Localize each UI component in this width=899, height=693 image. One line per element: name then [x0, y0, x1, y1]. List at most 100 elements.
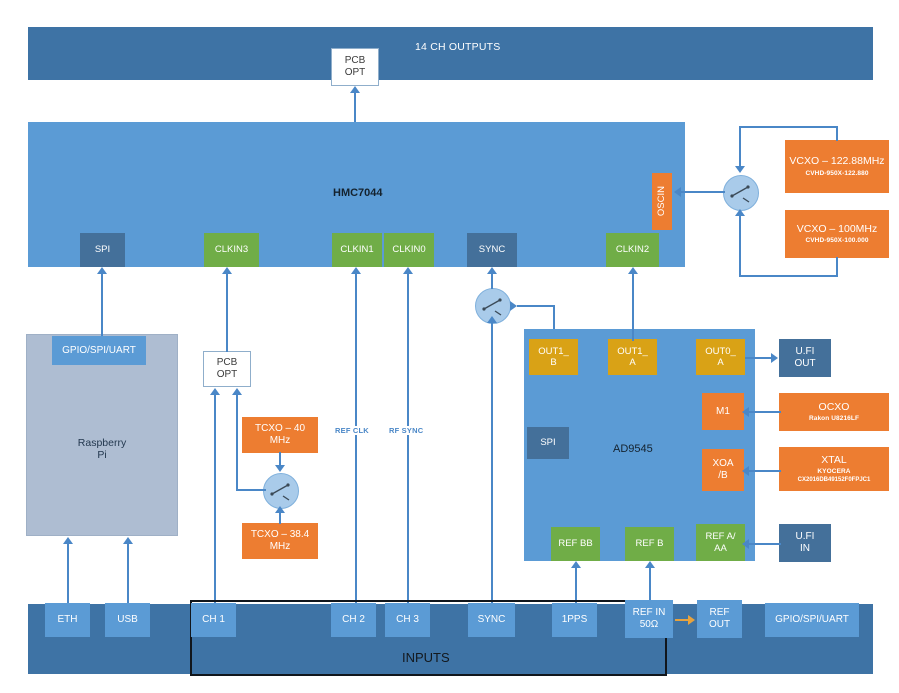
arrow-eth-up — [63, 537, 73, 544]
line-xtal-to-xoa — [748, 470, 781, 472]
hmc7044-port-spi-label: SPI — [94, 244, 111, 256]
ad9545-out1-b[interactable]: OUT1_ B — [529, 339, 578, 375]
switch-icon — [482, 298, 502, 316]
line-usb-to-rpi — [127, 543, 129, 604]
line-refin-to-refb — [649, 567, 651, 604]
refb-label: REF B — [635, 538, 664, 550]
ocxo-box[interactable]: OCXO Rakon U8216LF — [779, 393, 889, 431]
raspberry-pi-block[interactable]: Raspberry Pi — [26, 334, 178, 536]
connector-ch3[interactable]: CH 3 — [385, 603, 430, 637]
ufl-out-box[interactable]: U.FI OUT — [779, 339, 831, 377]
arrow-xtal-to-xoa — [742, 466, 749, 476]
connector-ch2-label: CH 2 — [342, 614, 365, 626]
arrow-vcxo100-into-mux — [735, 209, 745, 216]
pcb-opt-mid-line2: OPT — [216, 369, 238, 380]
arrow-syncconn-up — [487, 316, 497, 323]
line-ch2-to-clkin1 — [355, 273, 357, 604]
connector-eth[interactable]: ETH — [45, 603, 90, 637]
connector-refin-line2: 50Ω — [639, 619, 659, 630]
line-ch3-to-clkin0 — [407, 273, 409, 604]
ad9545-ref-b[interactable]: REF B — [625, 527, 674, 561]
line-syncmux-to-hmcsync — [491, 273, 493, 289]
tcxo-mux-switch[interactable] — [263, 473, 299, 509]
hmc7044-label: HMC7044 — [333, 187, 383, 199]
pcb-opt-top[interactable]: PCB OPT — [331, 48, 379, 86]
arrow-rpi-to-hmcspi — [97, 267, 107, 274]
connector-usb-label: USB — [117, 614, 138, 626]
connector-ch1[interactable]: CH 1 — [191, 603, 236, 637]
ufl-out-line2: OUT — [794, 358, 816, 369]
hmc7044-port-clkin1-label: CLKIN1 — [340, 244, 374, 256]
connector-ref-in[interactable]: REF IN 50Ω — [625, 600, 673, 638]
vcxo-100-box[interactable]: VCXO – 100MHz CVHD-950X-100.000 — [785, 210, 889, 258]
top-output-bar — [28, 27, 873, 80]
connector-ref-out[interactable]: REF OUT — [697, 600, 742, 638]
ad9545-port-spi[interactable]: SPI — [527, 427, 569, 459]
inputs-group-outline — [190, 600, 667, 676]
arrow-usb-up — [123, 537, 133, 544]
ad9545-port-xoa-b[interactable]: XOA /B — [702, 449, 744, 491]
connector-sync[interactable]: SYNC — [468, 603, 515, 637]
connector-gpio-spi-uart[interactable]: GPIO/SPI/UART — [765, 603, 859, 637]
connector-usb[interactable]: USB — [105, 603, 150, 637]
arrow-mux-to-oscin — [674, 187, 681, 197]
hmc7044-port-clkin3[interactable]: CLKIN3 — [204, 233, 259, 267]
arrow-refin-to-refout — [688, 615, 695, 625]
line-vcxo100-up — [739, 215, 741, 276]
tcxo-40mhz-box[interactable]: TCXO – 40 MHz — [242, 417, 318, 453]
connector-refin-line1: REF IN — [632, 607, 666, 619]
vcxo-122-label: VCXO – 122.88MHz — [789, 155, 885, 168]
hmc7044-port-oscin[interactable]: OSCIN — [652, 173, 672, 230]
arrow-tcxo40-down — [275, 465, 285, 472]
rpi-label-line1: Raspberry — [77, 436, 127, 449]
ad9545-label: AD9545 — [613, 443, 653, 455]
ad9545-ref-a-aa[interactable]: REF A/ AA — [696, 524, 745, 561]
line-tcxo384-up — [279, 512, 281, 524]
vcxo-100-part: CVHD-950X-100.000 — [805, 237, 869, 245]
ad9545-ref-bb[interactable]: REF BB — [551, 527, 600, 561]
ufl-in-box[interactable]: U.FI IN — [779, 524, 831, 562]
arrow-tcxomux-into-pcbopt — [232, 388, 242, 395]
rpi-port-gpio-spi-uart[interactable]: GPIO/SPI/UART — [52, 336, 146, 365]
ad9545-out0-a[interactable]: OUT0_ A — [696, 339, 745, 375]
line-tcxo40-down — [279, 452, 281, 468]
line-label-ref-clk: REF CLK — [334, 426, 370, 435]
pcb-opt-mid[interactable]: PCB OPT — [203, 351, 251, 387]
hmc7044-port-clkin0-label: CLKIN0 — [392, 244, 426, 256]
vcxo-122-part: CVHD-950X-122.880 — [805, 169, 869, 177]
line-out0a-to-uflout — [745, 357, 773, 359]
switch-icon — [270, 483, 290, 501]
tcxo-40-line2: MHz — [269, 435, 291, 446]
ad9545-port-spi-label: SPI — [540, 437, 556, 449]
ufl-in-line1: U.FI — [795, 531, 815, 543]
ad9545-out1-a[interactable]: OUT1_ A — [608, 339, 657, 375]
line-out1b-left — [517, 305, 555, 307]
hmc7044-port-sync[interactable]: SYNC — [467, 233, 517, 267]
line-label-rf-sync: RF SYNC — [388, 426, 425, 435]
hmc7044-port-clkin3-label: CLKIN3 — [214, 244, 249, 256]
connector-1pps[interactable]: 1PPS — [552, 603, 597, 637]
connector-ch2[interactable]: CH 2 — [331, 603, 376, 637]
arrow-out1b-into-mux — [510, 301, 517, 311]
vcxo-mux-switch[interactable] — [723, 175, 759, 211]
hmc7044-port-clkin0[interactable]: CLKIN0 — [384, 233, 434, 267]
connector-eth-label: ETH — [57, 614, 78, 626]
line-vcxo100-across — [739, 275, 838, 277]
out1a-line1: OUT1_ — [617, 345, 648, 357]
xtal-box[interactable]: XTAL KYOCERA CX2016DB49152F0FPJC1 — [779, 447, 889, 491]
arrow-ch1-up — [210, 388, 220, 395]
hmc7044-port-clkin2[interactable]: CLKIN2 — [606, 233, 659, 267]
switch-icon — [730, 185, 750, 203]
arrow-out1a-up — [628, 267, 638, 274]
hmc7044-port-spi[interactable]: SPI — [80, 233, 125, 267]
line-1pps-to-refbb — [575, 567, 577, 604]
vcxo-122-box[interactable]: VCXO – 122.88MHz CVHD-950X-122.880 — [785, 140, 889, 193]
line-eth-to-rpi — [67, 543, 69, 604]
arrow-1pps-up — [571, 561, 581, 568]
line-tcxomux-up — [236, 394, 238, 490]
ad9545-port-m1[interactable]: M1 — [702, 393, 744, 430]
hmc7044-port-clkin1[interactable]: CLKIN1 — [332, 233, 382, 267]
sync-mux-switch[interactable] — [475, 288, 511, 324]
tcxo-384mhz-box[interactable]: TCXO – 38.4 MHz — [242, 523, 318, 559]
